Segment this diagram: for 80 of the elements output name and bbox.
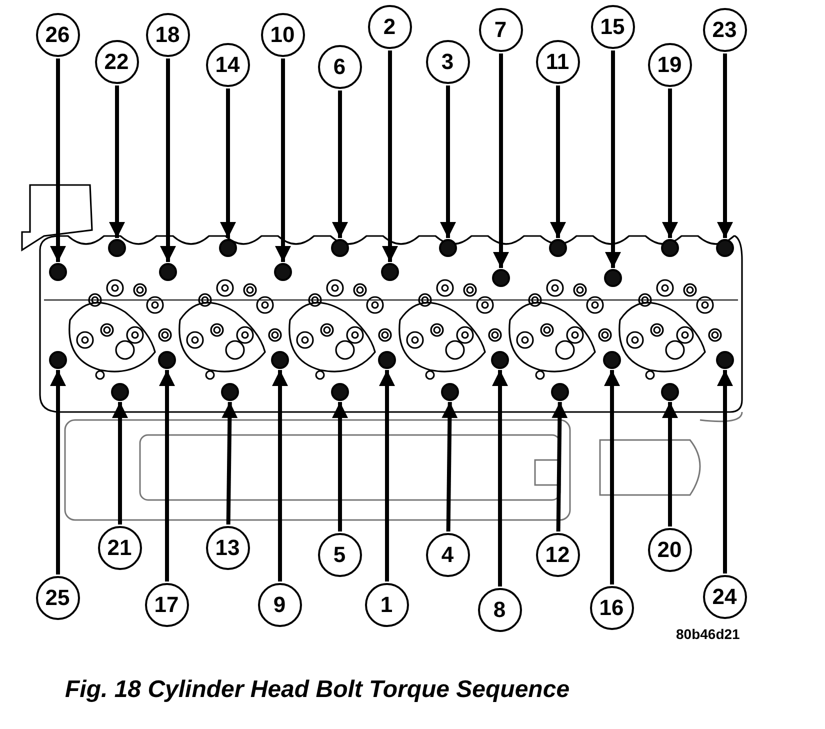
bolt-hole bbox=[492, 269, 510, 287]
bolt-hole bbox=[219, 239, 237, 257]
callout-number: 12 bbox=[536, 532, 580, 576]
bolt-hole bbox=[274, 263, 292, 281]
bolt-hole bbox=[158, 351, 176, 369]
leader-arrow bbox=[493, 54, 509, 268]
leader-arrow bbox=[159, 370, 175, 582]
bolt-hole bbox=[551, 383, 569, 401]
callout-number: 13 bbox=[206, 526, 250, 570]
leader-arrow bbox=[717, 54, 733, 238]
leader-arrow bbox=[442, 402, 458, 532]
callout-number: 6 bbox=[318, 44, 362, 88]
leader-arrow bbox=[160, 58, 176, 262]
callout-number: 23 bbox=[702, 8, 746, 52]
figure-code: 80b46d21 bbox=[676, 626, 740, 642]
callout-number: 20 bbox=[648, 528, 692, 572]
leader-arrow bbox=[220, 88, 236, 238]
bolt-hole bbox=[108, 239, 126, 257]
leader-arrow bbox=[717, 370, 733, 574]
leader-arrow bbox=[492, 370, 508, 586]
bolt-hole bbox=[49, 263, 67, 281]
callout-number: 25 bbox=[36, 576, 80, 620]
callout-number: 11 bbox=[536, 40, 580, 84]
bolt-hole bbox=[331, 383, 349, 401]
bolt-hole bbox=[378, 351, 396, 369]
bolt-hole bbox=[549, 239, 567, 257]
bolt-hole bbox=[331, 239, 349, 257]
leader-arrow bbox=[440, 86, 456, 238]
callout-number: 24 bbox=[702, 574, 746, 618]
figure-caption: Fig. 18 Cylinder Head Bolt Torque Sequence bbox=[65, 676, 570, 704]
bolt-hole bbox=[159, 263, 177, 281]
callout-number: 3 bbox=[426, 40, 470, 84]
callout-number: 9 bbox=[258, 582, 302, 626]
leader-arrow bbox=[605, 50, 621, 268]
bolt-hole bbox=[491, 351, 509, 369]
callout-number: 1 bbox=[364, 582, 408, 626]
bolt-hole bbox=[271, 351, 289, 369]
callout-number: 16 bbox=[590, 586, 634, 630]
leader-arrow bbox=[379, 370, 395, 582]
callout-number: 10 bbox=[260, 12, 304, 56]
bolt-hole bbox=[439, 239, 457, 257]
leader-arrow bbox=[662, 88, 678, 238]
leader-arrow bbox=[109, 86, 125, 238]
leader-arrow bbox=[50, 370, 66, 574]
leader-arrow bbox=[50, 58, 66, 262]
callout-number: 8 bbox=[478, 588, 522, 632]
leader-arrow bbox=[275, 58, 291, 262]
callout-number: 14 bbox=[206, 42, 250, 86]
callout-number: 4 bbox=[426, 532, 470, 576]
callout-number: 17 bbox=[144, 582, 188, 626]
leader-arrow bbox=[332, 402, 348, 532]
leader-arrow bbox=[604, 370, 620, 584]
callout-number: 21 bbox=[98, 526, 142, 570]
callout-number: 2 bbox=[368, 4, 412, 48]
bolt-hole bbox=[381, 263, 399, 281]
callout-number: 5 bbox=[318, 532, 362, 576]
leader-arrow bbox=[550, 86, 566, 238]
leader-arrow bbox=[222, 402, 238, 525]
leader-arrow bbox=[272, 370, 288, 582]
leader-arrow bbox=[662, 402, 678, 526]
callout-number: 26 bbox=[36, 12, 80, 56]
bolt-hole bbox=[604, 269, 622, 287]
bolt-hole bbox=[221, 383, 239, 401]
bolt-hole bbox=[111, 383, 129, 401]
bolt-hole bbox=[716, 239, 734, 257]
callout-number: 18 bbox=[146, 12, 190, 56]
callout-number: 15 bbox=[590, 4, 634, 48]
bolt-hole bbox=[441, 383, 459, 401]
callout-number: 22 bbox=[94, 40, 138, 84]
callout-number: 19 bbox=[648, 42, 692, 86]
bolt-hole bbox=[661, 383, 679, 401]
leader-arrow bbox=[382, 50, 398, 262]
callout-number: 7 bbox=[478, 8, 522, 52]
leader-arrow bbox=[112, 402, 128, 524]
bolt-hole bbox=[661, 239, 679, 257]
bolt-hole bbox=[716, 351, 734, 369]
bolt-hole bbox=[603, 351, 621, 369]
leader-arrow bbox=[332, 90, 348, 238]
leader-arrow bbox=[552, 402, 568, 532]
bolt-hole bbox=[49, 351, 67, 369]
